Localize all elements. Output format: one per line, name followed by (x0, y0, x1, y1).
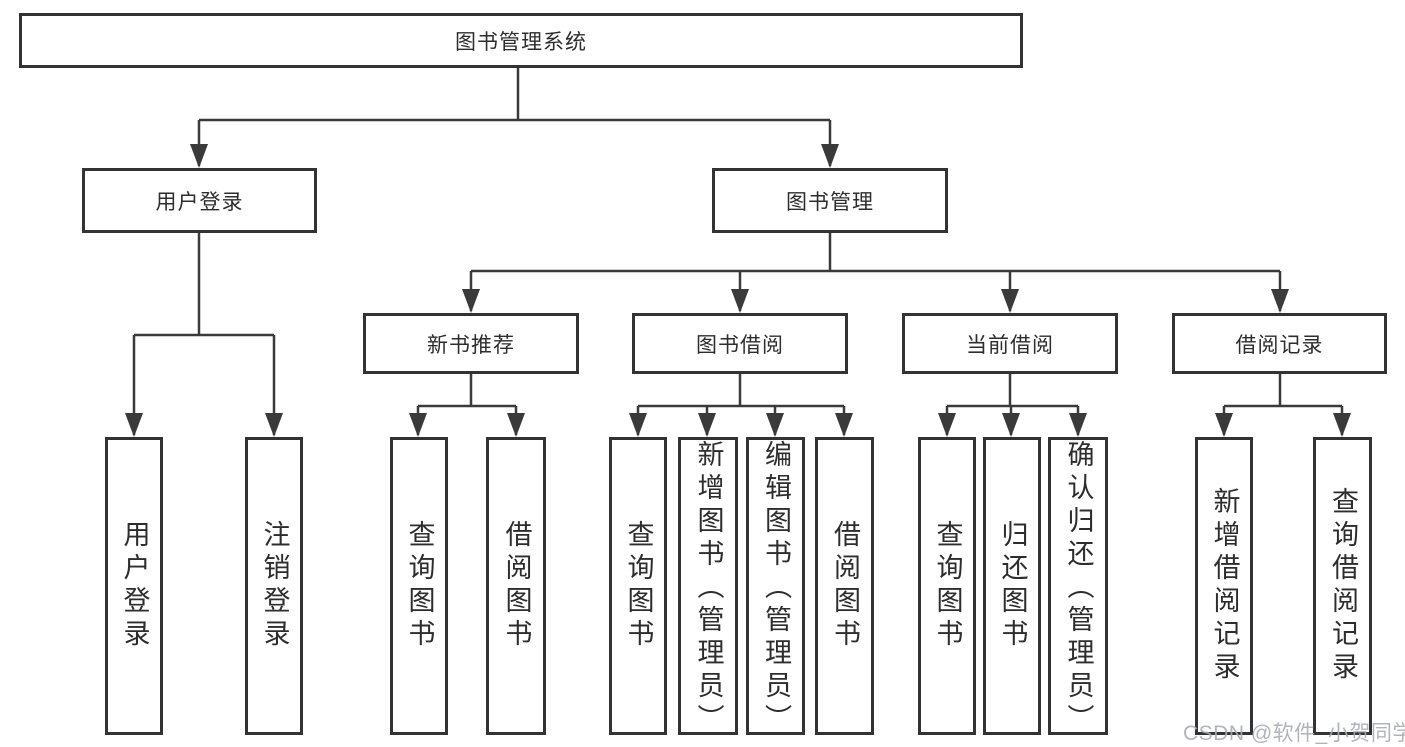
node-user-login: 用户登录 (82, 168, 317, 233)
leaf-query-books-borrow: 查询图书 (609, 437, 667, 735)
node-current-borrowing: 当前借阅 (902, 313, 1118, 374)
node-book-management: 图书管理 (712, 168, 948, 233)
node-borrowing-records: 借阅记录 (1172, 313, 1387, 374)
edge-mgmt-to-level3 (469, 233, 1282, 311)
edge-root-to-level2 (197, 68, 832, 166)
leaf-query-books-current: 查询图书 (918, 437, 976, 735)
edge-newbook-to-leaves (416, 374, 518, 435)
leaf-logout: 注销登录 (245, 437, 303, 735)
leaf-add-books-admin: 新增图书（管理员） (678, 437, 738, 737)
leaf-return-books: 归还图书 (983, 437, 1041, 735)
leaf-borrow-books: 借阅图书 (815, 437, 874, 735)
leaf-add-borrow-record: 新增借阅记录 (1195, 437, 1253, 735)
edge-borrow-to-leaves (636, 374, 846, 435)
leaf-query-borrow-record: 查询借阅记录 (1313, 437, 1372, 735)
leaf-user-login: 用户登录 (105, 437, 163, 735)
leaf-edit-books-admin: 编辑图书（管理员） (746, 437, 805, 737)
leaf-query-books-recommend: 查询图书 (390, 437, 448, 735)
arrowheads (125, 144, 1351, 437)
csdn-watermark: CSDN @软件_小贺同学 (1183, 722, 1405, 745)
edge-login-to-leaves (132, 233, 276, 435)
node-new-book-recommendation: 新书推荐 (363, 313, 579, 374)
edge-record-to-leaves (1222, 374, 1344, 435)
node-book-borrowing: 图书借阅 (632, 313, 848, 374)
leaf-confirm-return-admin: 确认归还（管理员） (1048, 437, 1108, 737)
node-library-management-system: 图书管理系统 (19, 13, 1023, 68)
leaf-borrow-books-recommend: 借阅图书 (486, 437, 546, 735)
